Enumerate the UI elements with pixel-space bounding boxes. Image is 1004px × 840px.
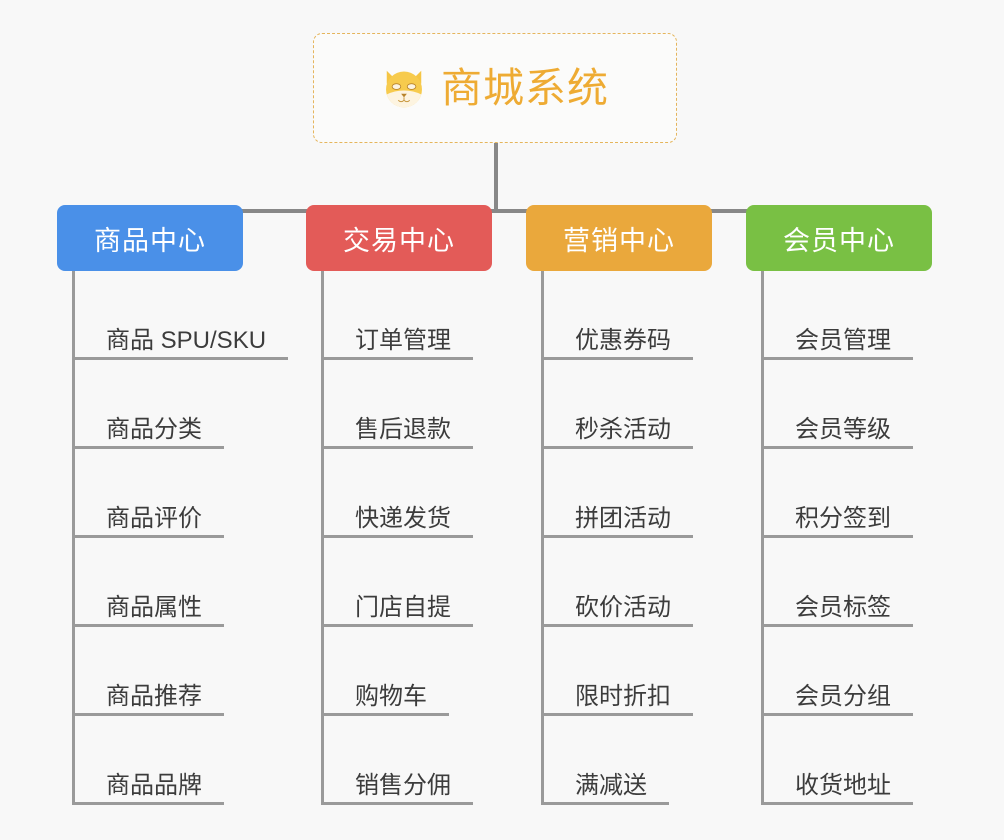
list-item[interactable]: 积分签到 [761,449,913,538]
list-item-label: 会员标签 [795,593,891,621]
list-item-rule [541,802,669,805]
list-item[interactable]: 门店自提 [321,538,473,627]
branch-header-0[interactable]: 商品中心 [57,205,243,271]
list-item-rule [761,446,913,449]
branch-spine-1 [321,271,324,805]
list-item[interactable]: 销售分佣 [321,716,473,805]
root-node-card: 商城系统 [313,33,677,143]
list-item-rule [321,713,449,716]
branch-spine-2 [541,271,544,805]
list-item-rule [72,357,288,360]
root-title: 商城系统 [441,64,609,111]
list-item[interactable]: 商品品牌 [72,716,266,805]
list-item-label: 商品品牌 [106,771,202,799]
branch-spine-3 [761,271,764,805]
branch-item-list-0: 商品 SPU/SKU 商品分类 商品评价 商品属性 商品推荐 商品品牌 [72,271,288,805]
list-item[interactable]: 商品评价 [72,449,266,538]
list-item[interactable]: 售后退款 [321,360,473,449]
list-item-label: 收货地址 [795,771,891,799]
branch-item-list-3: 会员管理 会员等级 积分签到 会员标签 会员分组 收货地址 [761,271,913,805]
list-item[interactable]: 拼团活动 [541,449,693,538]
list-item[interactable]: 商品分类 [72,360,266,449]
list-item-label: 商品 SPU/SKU [106,326,267,354]
list-item-label: 商品推荐 [106,682,202,710]
list-item-rule [761,535,913,538]
list-item[interactable]: 商品属性 [72,538,266,627]
list-item[interactable]: 商品推荐 [72,627,266,716]
list-item[interactable]: 订单管理 [321,271,473,360]
list-item-label: 满减送 [575,771,647,799]
list-item[interactable]: 快递发货 [321,449,473,538]
list-item[interactable]: 会员等级 [761,360,913,449]
list-item-label: 订单管理 [355,326,451,354]
list-item-rule [321,446,473,449]
list-item[interactable]: 购物车 [321,627,451,716]
list-item-rule [321,624,473,627]
list-item-rule [321,802,473,805]
list-item-label: 销售分佣 [355,771,451,799]
list-item-rule [72,713,224,716]
list-item-label: 商品评价 [106,504,202,532]
list-item-rule [761,357,913,360]
list-item-label: 商品属性 [106,593,202,621]
list-item-rule [541,357,693,360]
list-item-rule [541,624,693,627]
branch-column-1: 交易中心 订单管理 售后退款 快递发货 门店自提 购物车 销售分佣 [306,205,492,805]
list-item-label: 优惠券码 [575,326,671,354]
list-item-label: 秒杀活动 [575,415,671,443]
list-item-rule [541,446,693,449]
branch-item-list-1: 订单管理 售后退款 快递发货 门店自提 购物车 销售分佣 [321,271,473,805]
branch-item-list-2: 优惠券码 秒杀活动 拼团活动 砍价活动 限时折扣 满减送 [541,271,693,805]
branch-spine-0 [72,271,75,805]
list-item-label: 售后退款 [355,415,451,443]
branch-header-1[interactable]: 交易中心 [306,205,492,271]
list-item-rule [72,802,224,805]
list-item-label: 会员管理 [795,326,891,354]
list-item-rule [541,535,693,538]
list-item[interactable]: 限时折扣 [541,627,693,716]
list-item-label: 购物车 [355,682,427,710]
branch-header-2[interactable]: 营销中心 [526,205,712,271]
list-item[interactable]: 商品 SPU/SKU [72,271,288,360]
list-item[interactable]: 满减送 [541,716,671,805]
shiba-dog-face-icon [381,65,427,111]
list-item[interactable]: 会员分组 [761,627,913,716]
list-item-rule [72,624,224,627]
list-item-label: 会员等级 [795,415,891,443]
list-item-rule [72,535,224,538]
branch-column-2: 营销中心 优惠券码 秒杀活动 拼团活动 砍价活动 限时折扣 满减送 [526,205,712,805]
list-item-label: 会员分组 [795,682,891,710]
list-item-label: 商品分类 [106,415,202,443]
list-item-rule [761,624,913,627]
branch-header-3[interactable]: 会员中心 [746,205,932,271]
list-item-rule [321,535,473,538]
list-item[interactable]: 收货地址 [761,716,913,805]
connector-horizontal-bus [149,209,847,213]
list-item[interactable]: 会员管理 [761,271,913,360]
list-item-label: 限时折扣 [575,682,671,710]
list-item-rule [761,713,913,716]
list-item[interactable]: 优惠券码 [541,271,693,360]
branch-column-0: 商品中心 商品 SPU/SKU 商品分类 商品评价 商品属性 商品推荐 商品品牌 [57,205,288,805]
connector-root-stem [494,143,498,213]
branch-column-3: 会员中心 会员管理 会员等级 积分签到 会员标签 会员分组 收货地址 [746,205,932,805]
list-item-label: 快递发货 [355,504,451,532]
list-item-label: 积分签到 [795,504,891,532]
list-item-rule [72,446,224,449]
list-item[interactable]: 秒杀活动 [541,360,693,449]
list-item-rule [541,713,693,716]
list-item-rule [761,802,913,805]
list-item-label: 砍价活动 [575,593,671,621]
list-item[interactable]: 会员标签 [761,538,913,627]
list-item-rule [321,357,473,360]
list-item-label: 拼团活动 [575,504,671,532]
list-item-label: 门店自提 [355,593,451,621]
list-item[interactable]: 砍价活动 [541,538,693,627]
